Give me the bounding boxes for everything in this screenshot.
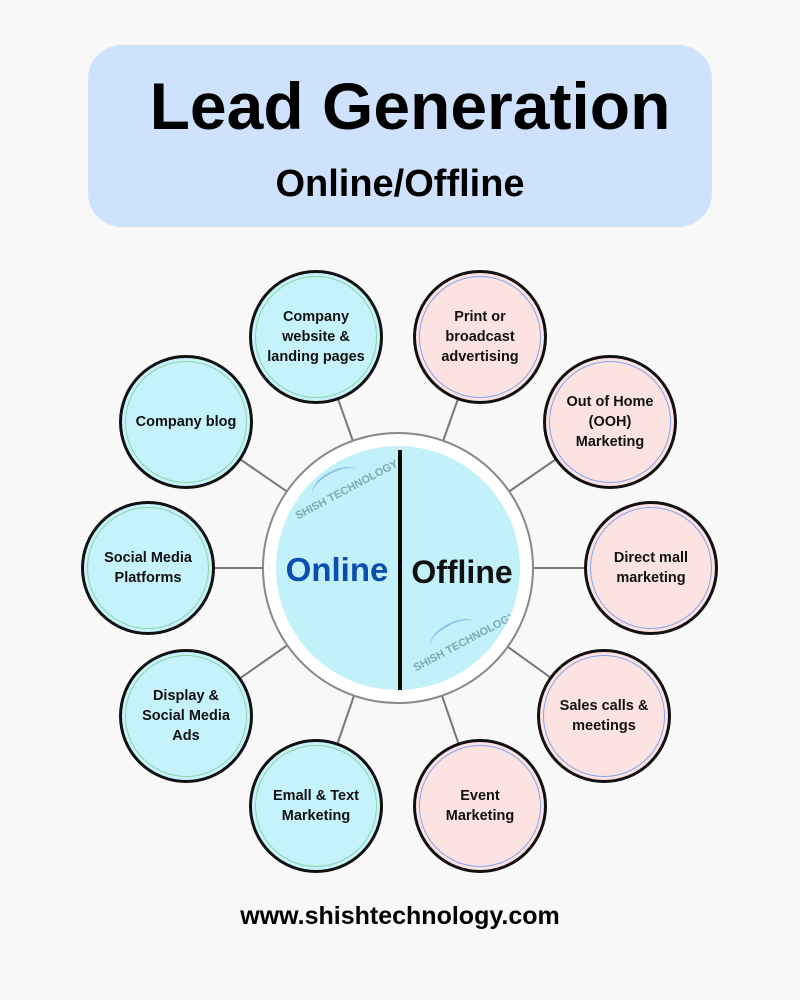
node-label: Print or broadcast advertising (441, 309, 519, 365)
website-url: www.shishtechnology.com (240, 902, 560, 930)
node-ooh-marketing: Out of Home (OOH) Marketing (543, 355, 677, 489)
hub-circle: SHISH TECHNOLOGY SHISH TECHNOLOGY Online… (262, 432, 534, 704)
node-email-text-marketing: Emall & Text Marketing (249, 739, 383, 873)
node-label: Company website & landing pages (267, 309, 365, 365)
page-subtitle: Online/Offline (275, 163, 525, 205)
node-label: Direct mall marketing (613, 550, 689, 586)
node-label: Emall & Text Marketing (273, 788, 359, 824)
node-print-broadcast: Print or broadcast advertising (413, 270, 547, 404)
hub-divider (398, 450, 402, 690)
node-company-website: Company website & landing pages (249, 270, 383, 404)
node-label: Sales calls & meetings (559, 698, 649, 734)
watermark-logo: SHISH TECHNOLOGY (293, 457, 401, 523)
node-social-media-platforms: Social Media Platforms (81, 501, 215, 635)
node-label: Event Marketing (445, 788, 515, 824)
node-direct-mail: Direct mall marketing (584, 501, 718, 635)
hub-offline-label: Offline (411, 554, 513, 590)
node-sales-calls: Sales calls & meetings (537, 649, 671, 783)
node-company-blog: Company blog (119, 355, 253, 489)
node-label: Out of Home (OOH) Marketing (566, 394, 654, 450)
node-label: Company blog (135, 414, 237, 430)
hub-online-label: Online (285, 551, 389, 588)
title-banner: Lead Generation Online/Offline (88, 45, 712, 227)
node-display-ads: Display & Social Media Ads (119, 649, 253, 783)
node-event-marketing: Event Marketing (413, 739, 547, 873)
node-label: Social Media Platforms (104, 550, 192, 586)
node-label: Display & Social Media Ads (142, 688, 230, 744)
page-title: Lead Generation (149, 69, 671, 143)
